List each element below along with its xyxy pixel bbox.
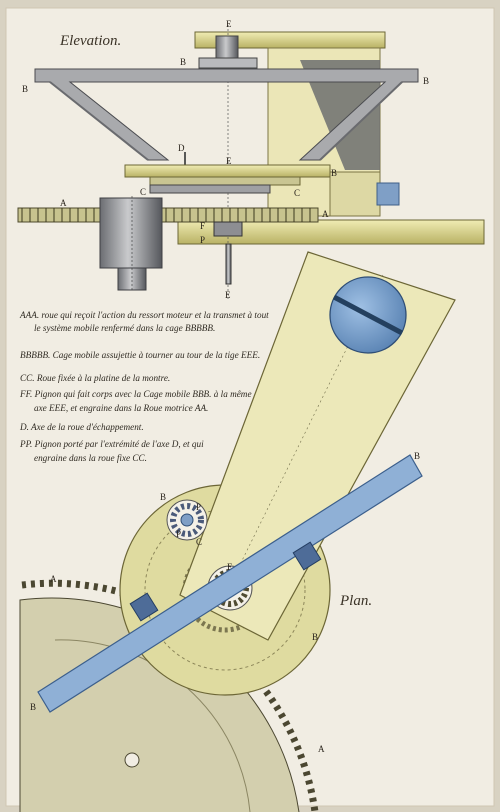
- frame-shadow: [300, 60, 380, 170]
- label-a-right: A: [322, 209, 329, 219]
- plan-label-c: C: [196, 537, 202, 547]
- blue-bar-bb: [37, 454, 423, 713]
- label-e-top: E: [226, 19, 232, 29]
- legend-line-1: AAA. roue qui reçoit l'action du ressort…: [19, 310, 269, 320]
- plan-label-p-lower: P: [176, 529, 181, 539]
- plan-label-a-bottom: A: [318, 744, 325, 754]
- plan-view: Plan. B B P P C A F B B A: [19, 251, 456, 812]
- label-e-bottom: E: [225, 290, 231, 300]
- plan-label-a-left: A: [50, 574, 57, 584]
- label-e-mid: E: [226, 156, 232, 166]
- pinion-stack: [149, 184, 271, 194]
- legend-line-2: le système mobile renfermé dans la cage …: [34, 323, 215, 333]
- barrel-post-foot: [117, 267, 147, 291]
- plan-title: Plan.: [339, 593, 372, 609]
- wheel-aaa-elevation: [17, 207, 319, 223]
- label-a-left: A: [60, 198, 67, 208]
- elevation-view: Elevation. E B B B D E B C C A A F P E: [17, 19, 485, 300]
- plan-label-b-top-right: B: [414, 451, 420, 461]
- label-b-left: B: [22, 84, 28, 94]
- legend-line-8: PP. Pignon porté par l'extrémité de l'ax…: [19, 439, 204, 449]
- plan-label-f: F: [227, 562, 232, 572]
- label-b-top: B: [180, 57, 186, 67]
- label-p: P: [200, 235, 205, 245]
- plan-label-b-left: B: [30, 702, 36, 712]
- legend-line-6: axe EEE, et engraine dans la Roue motric…: [34, 403, 208, 413]
- legend-line-5: FF. Pignon qui fait corps avec la Cage m…: [19, 389, 252, 399]
- bar-screw-right-icon: [292, 541, 322, 571]
- legend-line-4: CC. Roue fixée à la platine de la montre…: [20, 373, 170, 383]
- wheel-aaa-plan: [19, 579, 319, 812]
- plan-label-b-small: B: [160, 492, 166, 502]
- pinion-f-elevation: [213, 221, 243, 237]
- plate-e: [124, 164, 331, 178]
- label-f: F: [200, 221, 205, 231]
- cage-right-arm-shade: [319, 81, 403, 161]
- blue-stud: [376, 182, 400, 206]
- legend-line-7: D. Axe de la roue d'échappement.: [19, 422, 144, 432]
- cage-left-arm-shade: [49, 81, 149, 161]
- plan-label-b-right: B: [312, 632, 318, 642]
- bar-screw-left-icon: [129, 592, 159, 622]
- frame-lower-block: [329, 171, 381, 217]
- legend-line-9: engraine dans la roue fixe CC.: [34, 453, 147, 463]
- legend-line-3: BBBBB. Cage mobile assujettie à tourner …: [20, 350, 260, 360]
- lower-staff: [225, 243, 232, 285]
- pinion-pp-plan: [166, 499, 208, 541]
- wheel-cc-elevation: [149, 176, 301, 186]
- label-b-right: B: [423, 76, 429, 86]
- barrel-post: [99, 197, 163, 269]
- legend: AAA. roue qui reçoit l'action du ressort…: [19, 310, 269, 463]
- top-collar: [198, 57, 258, 69]
- wheel-hole: [124, 752, 140, 768]
- label-d: D: [178, 143, 185, 153]
- elevation-title: Elevation.: [59, 33, 121, 49]
- top-hub: [215, 35, 239, 59]
- label-c-right: C: [294, 188, 300, 198]
- label-c-left: C: [140, 187, 146, 197]
- plan-label-p-upper: P: [196, 502, 201, 512]
- arm-screw-icon: [329, 276, 407, 354]
- label-b-mid: B: [331, 168, 337, 178]
- cc-inner-circle: [144, 509, 306, 671]
